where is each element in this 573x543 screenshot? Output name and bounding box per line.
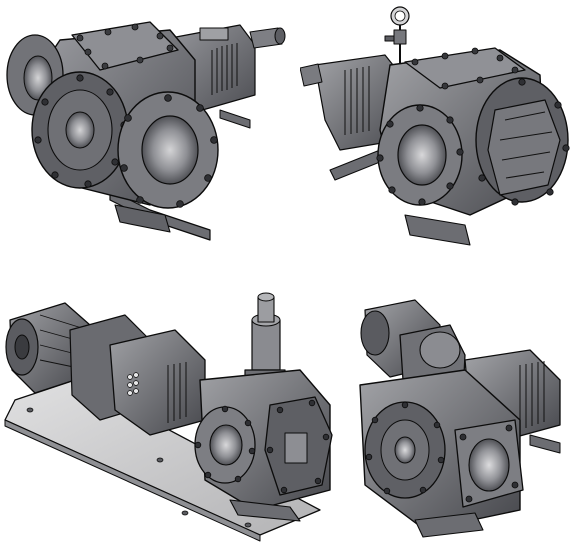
discharge-bore [141, 115, 199, 185]
shaft-seal [394, 436, 416, 464]
pump-motor-compact-drawing [359, 299, 561, 538]
shaft-seal [65, 111, 95, 149]
control-buttons [127, 372, 139, 396]
suction-flange-bolts [376, 104, 464, 206]
view-bottom-right [345, 285, 573, 543]
view-top-left [0, 0, 290, 260]
shaft [300, 63, 323, 87]
top-cover [71, 21, 179, 71]
cooling-fins [211, 43, 238, 95]
base-plate-edge [4, 419, 261, 542]
base-foot-front [404, 214, 471, 246]
gear-cover-bolts [478, 78, 570, 206]
casing-foot [414, 512, 484, 538]
front-cover-bolts [365, 401, 445, 495]
pump-foot [229, 499, 301, 522]
view-top-right [300, 0, 573, 260]
gear-cover-boss [487, 99, 561, 196]
base-plate-holes [26, 407, 252, 528]
suction-bore [23, 55, 53, 101]
nameplate [199, 27, 229, 41]
pump-motor-skid-drawing [4, 292, 333, 542]
cover-bolts [411, 47, 519, 90]
motor-fan-hub [14, 334, 30, 360]
gear-cover-block [284, 432, 308, 464]
suction-bore [209, 424, 243, 466]
motor-fan-end [360, 310, 390, 356]
cooling-fins [519, 361, 545, 430]
gear-cover-ribs [499, 111, 553, 179]
side-foot [529, 434, 561, 454]
cover-bolts [76, 23, 174, 70]
view-bottom-left [0, 285, 345, 543]
discharge-flange-bolts [459, 424, 519, 503]
pump-front-iso-drawing [6, 21, 286, 241]
discharge-flange-bolts [120, 94, 218, 208]
casing-foot [114, 204, 171, 233]
gear-cover-bolts [266, 399, 330, 494]
suction-bore [397, 124, 447, 186]
cooling-fins [344, 66, 370, 135]
discharge-bore [468, 438, 510, 492]
suction-flange-bolts [194, 405, 256, 483]
pump-rear-iso-drawing [300, 6, 570, 246]
cooling-fins [167, 362, 187, 423]
shaft-end [274, 27, 286, 45]
top-cover [404, 47, 526, 89]
base-foot-left [329, 149, 386, 181]
mounting-foot-right [219, 109, 251, 129]
elbow-dome [419, 331, 461, 369]
shaft [249, 27, 283, 49]
